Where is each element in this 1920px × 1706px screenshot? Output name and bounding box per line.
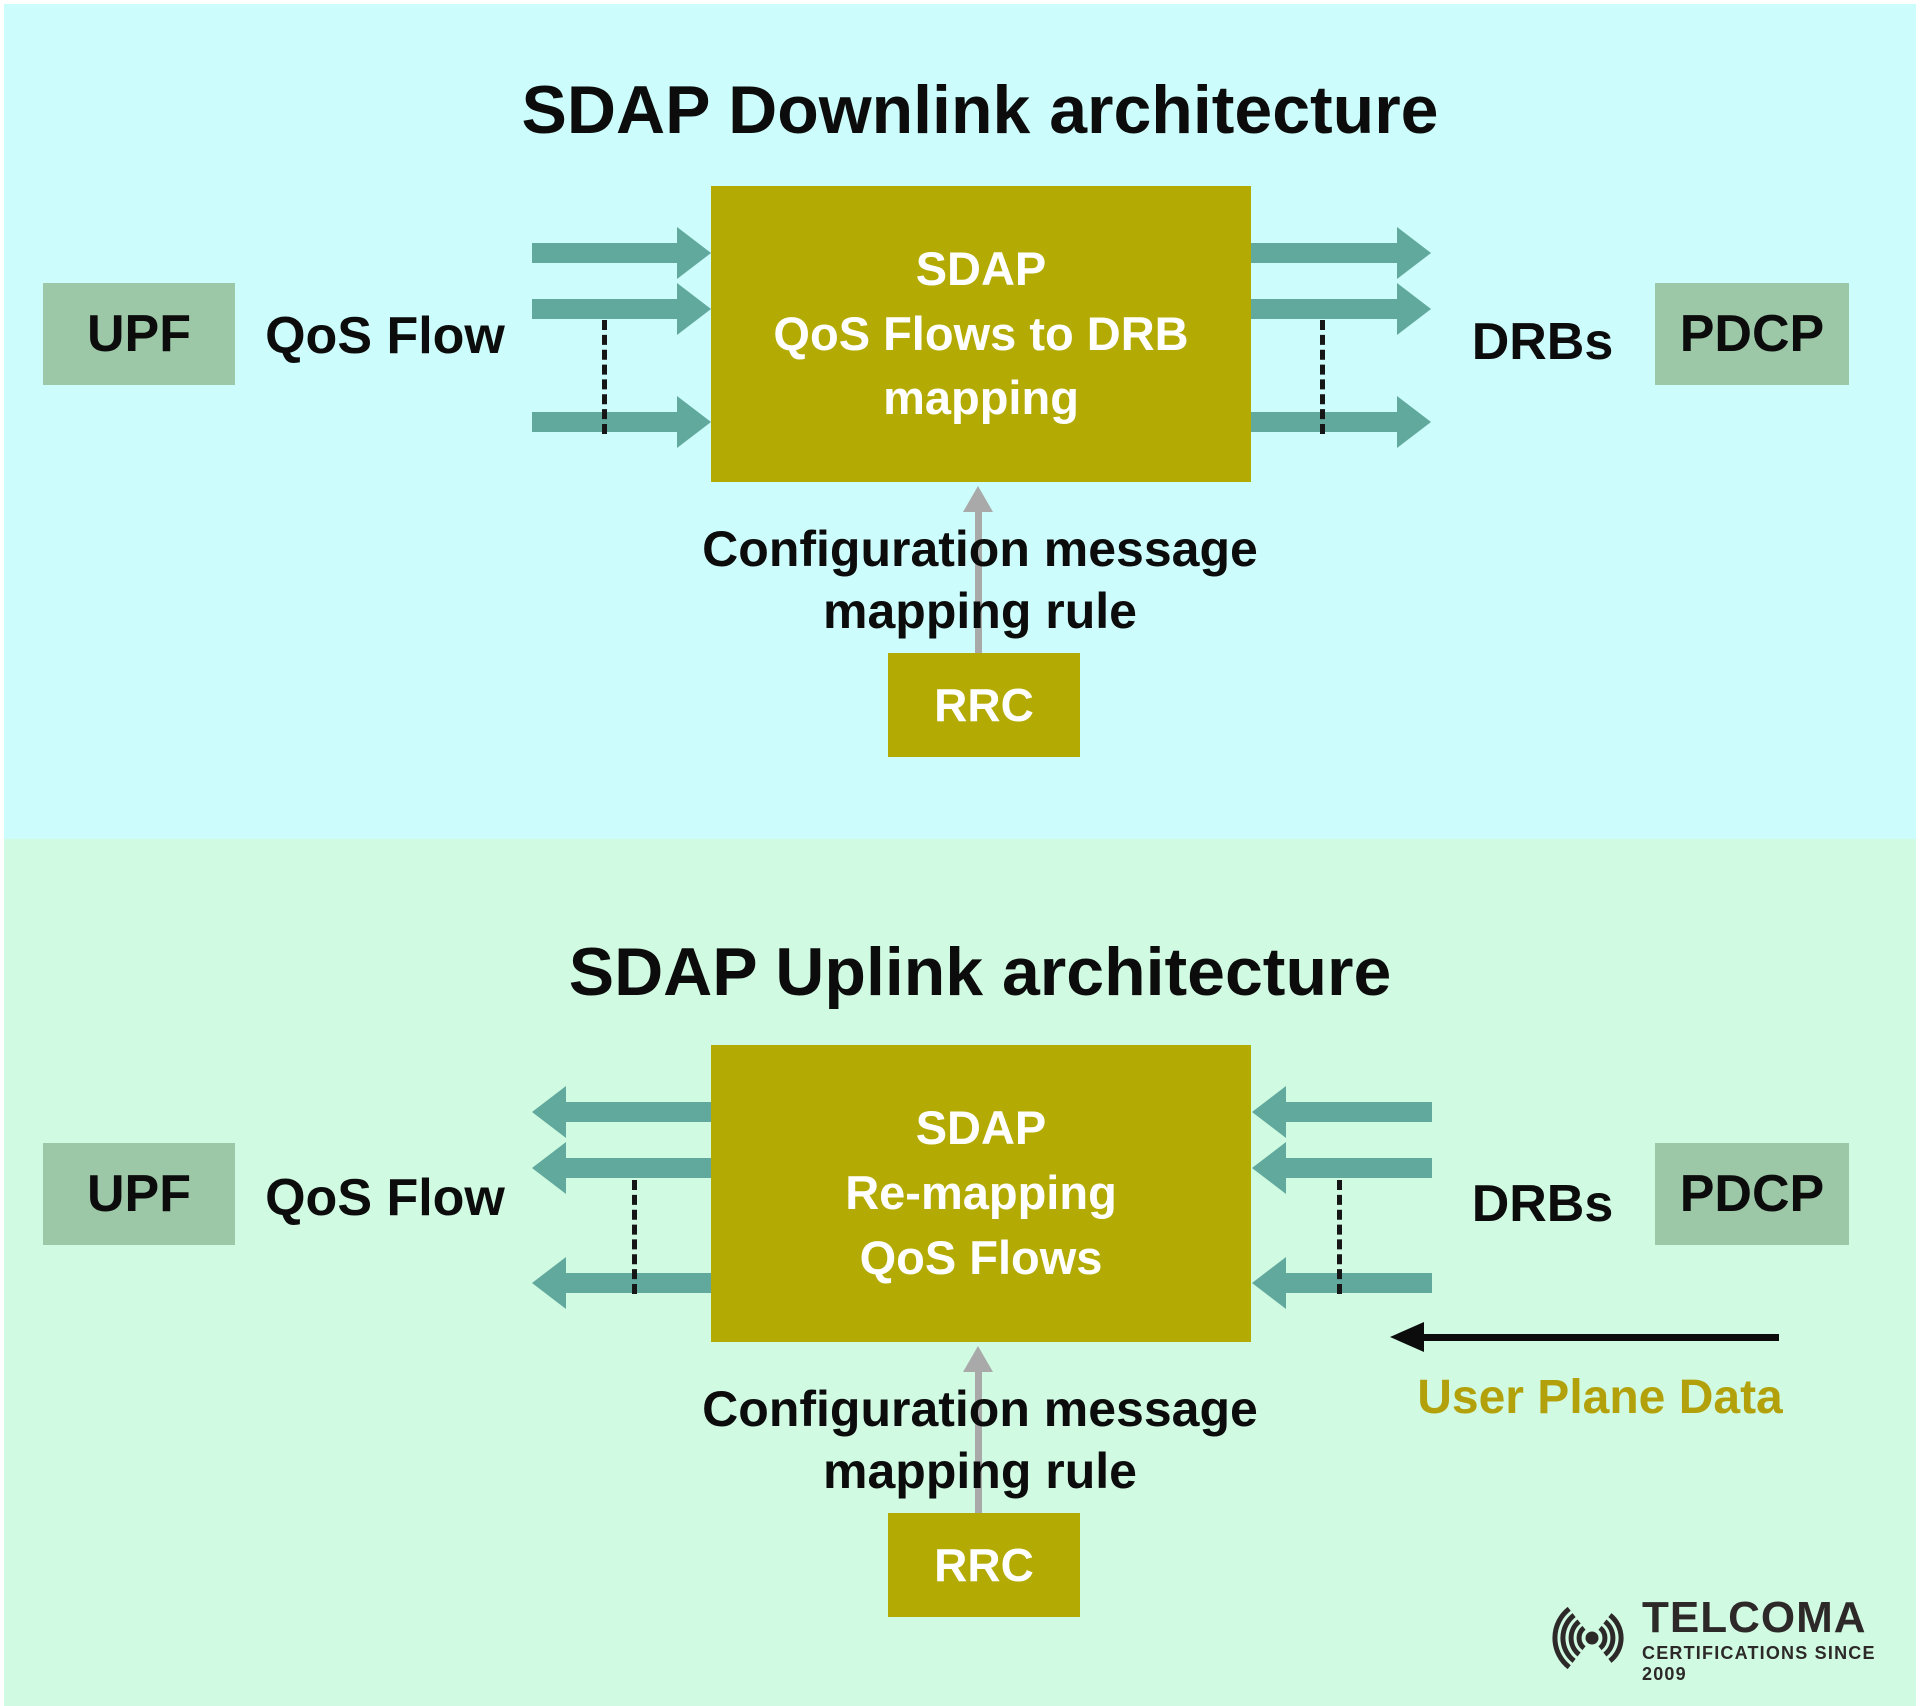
qos-flow-arrow-head — [532, 1142, 566, 1194]
qos-flow-arrow-head — [677, 227, 711, 279]
flow-ellipsis-dashes — [1337, 1180, 1342, 1294]
drb-arrow-shaft — [1285, 1102, 1432, 1122]
rrc-box-uplink: RRC — [888, 1513, 1080, 1617]
rrc-label-uplink: RRC — [934, 1539, 1034, 1591]
rrc-arrow-shaft — [975, 1368, 982, 1514]
downlink-title: SDAP Downlink architecture — [521, 72, 1439, 148]
rrc-arrow-head — [963, 1346, 993, 1372]
upf-box-downlink: UPF — [43, 283, 235, 385]
drb-arrow-head — [1252, 1257, 1286, 1309]
user-plane-data-arrow-head — [1390, 1322, 1424, 1352]
sdap-box-line3: QoS Flows — [859, 1230, 1103, 1284]
sdap-box-line1: SDAP — [915, 1101, 1047, 1155]
config-line2: mapping rule — [823, 1443, 1137, 1499]
config-line2: mapping rule — [823, 583, 1137, 639]
pdcp-label-downlink: PDCP — [1679, 305, 1825, 363]
upf-label-downlink: UPF — [87, 305, 191, 363]
pdcp-box-uplink: PDCP — [1655, 1143, 1849, 1245]
drb-arrow-shaft — [1251, 299, 1398, 319]
qos-flow-label-downlink: QoS Flow — [265, 307, 505, 365]
upf-label-uplink: UPF — [87, 1165, 191, 1223]
rrc-label-downlink: RRC — [934, 679, 1034, 731]
user-plane-data-label: User Plane Data — [1417, 1371, 1783, 1424]
pdcp-label-uplink: PDCP — [1679, 1165, 1825, 1223]
rrc-box-downlink: RRC — [888, 653, 1080, 757]
sdap-box-line2: Re-mapping — [845, 1166, 1117, 1220]
rrc-arrow-head — [963, 486, 993, 512]
qos-flow-arrow-head — [532, 1086, 566, 1138]
upf-box-uplink: UPF — [43, 1143, 235, 1245]
qos-flow-arrow-head — [677, 396, 711, 448]
rrc-arrow-shaft — [975, 508, 982, 654]
flow-ellipsis-dashes — [632, 1180, 637, 1294]
qos-flow-arrow-shaft — [565, 1102, 712, 1122]
qos-flow-arrow-head — [532, 1257, 566, 1309]
config-message-label-uplink: Configuration message mapping rule — [630, 1378, 1330, 1502]
radio-waves-icon — [1548, 1604, 1636, 1677]
sdap-box-line3: mapping — [883, 371, 1079, 425]
qos-flow-arrow-head — [677, 283, 711, 335]
config-line1: Configuration message — [702, 1381, 1258, 1437]
sdap-box-line2: QoS Flows to DRB — [773, 306, 1189, 360]
drb-arrow-head — [1252, 1086, 1286, 1138]
qos-flow-arrow-shaft — [565, 1273, 712, 1293]
drb-arrow-head — [1397, 396, 1431, 448]
flow-ellipsis-dashes — [1320, 320, 1325, 434]
drbs-label-uplink: DRBs — [1471, 1175, 1614, 1233]
logo-tagline: CERTIFICATIONS SINCE 2009 — [1642, 1643, 1876, 1684]
drb-arrow-head — [1252, 1142, 1286, 1194]
sdap-mapping-box-downlink: SDAP QoS Flows to DRB mapping — [711, 186, 1251, 482]
drb-arrow-head — [1397, 283, 1431, 335]
sdap-remapping-box-uplink: SDAP Re-mapping QoS Flows — [711, 1045, 1251, 1342]
config-message-label-downlink: Configuration message mapping rule — [630, 518, 1330, 642]
drb-arrow-shaft — [1285, 1273, 1432, 1293]
drb-arrow-shaft — [1285, 1158, 1432, 1178]
drb-arrow-shaft — [1251, 243, 1398, 263]
sdap-box-line1: SDAP — [915, 241, 1047, 295]
qos-flow-arrow-shaft — [565, 1158, 712, 1178]
flow-ellipsis-dashes — [602, 320, 607, 434]
qos-flow-arrow-shaft — [532, 299, 678, 319]
pdcp-box-downlink: PDCP — [1655, 283, 1849, 385]
logo-name: TELCOMA — [1642, 1593, 1867, 1642]
config-line1: Configuration message — [702, 521, 1258, 577]
user-plane-data-arrow-shaft — [1422, 1334, 1779, 1341]
qos-flow-label-uplink: QoS Flow — [265, 1169, 505, 1227]
uplink-title: SDAP Uplink architecture — [568, 934, 1392, 1010]
telcoma-logo: TELCOMA CERTIFICATIONS SINCE 2009 — [1548, 1596, 1920, 1685]
drbs-label-downlink: DRBs — [1471, 313, 1614, 371]
qos-flow-arrow-shaft — [532, 243, 678, 263]
drb-arrow-head — [1397, 227, 1431, 279]
